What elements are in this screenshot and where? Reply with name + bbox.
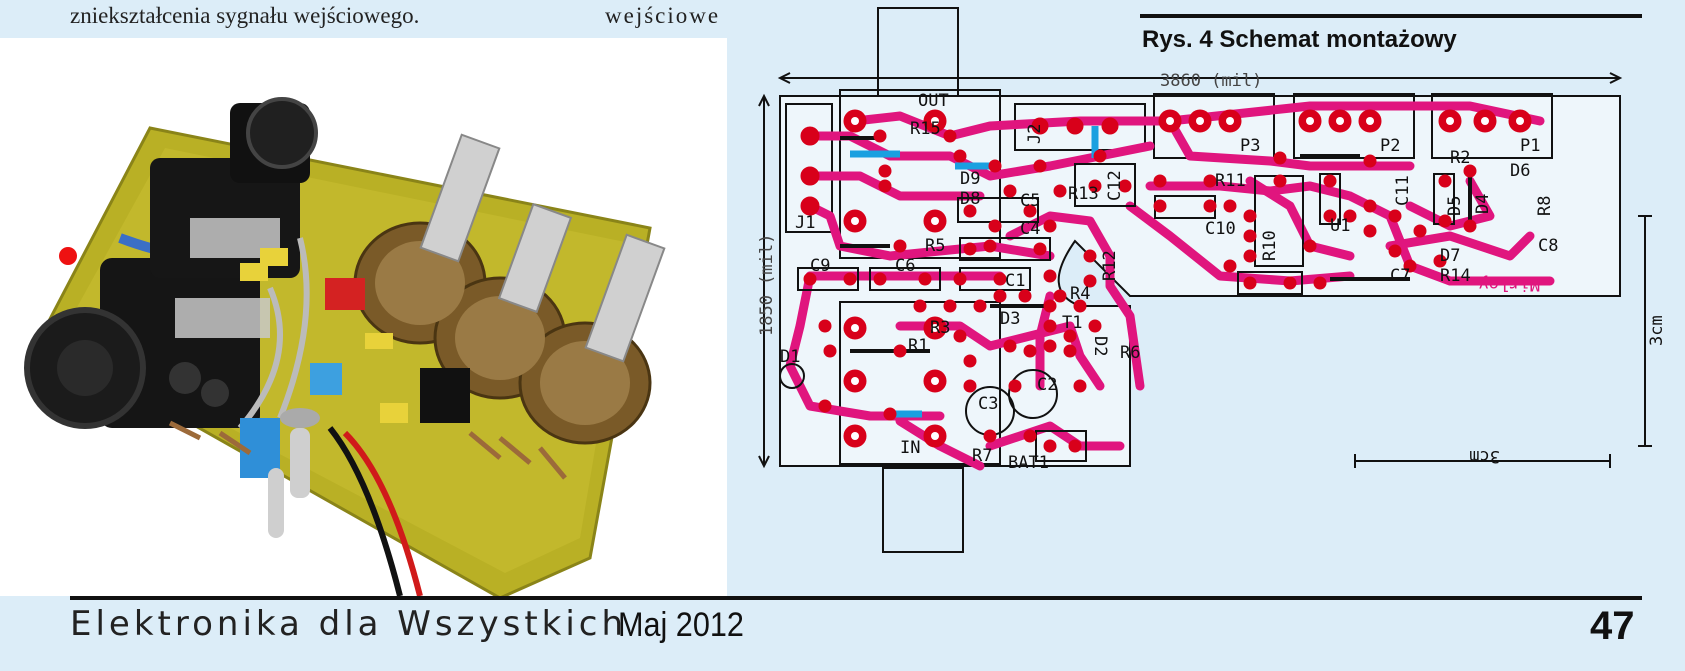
- label-r2: R2: [1450, 148, 1470, 168]
- label-in: IN: [900, 438, 920, 458]
- label-c11: C11: [1393, 175, 1413, 206]
- label-c7: C7: [1390, 266, 1410, 286]
- label-j1: J1: [795, 213, 815, 233]
- label-u1: U1: [1330, 216, 1350, 236]
- label-r13: R13: [1068, 184, 1099, 204]
- label-r3: R3: [930, 318, 950, 338]
- label-c9: C9: [810, 256, 830, 276]
- label-c8: C8: [1538, 236, 1558, 256]
- label-d8: D8: [960, 189, 980, 209]
- label-r11: R11: [1215, 171, 1246, 191]
- footer-rule: [70, 596, 1642, 600]
- label-c2: C2: [1037, 375, 1057, 395]
- label-d7: D7: [1440, 246, 1460, 266]
- dim-3cm-horizontal: 3cm: [1469, 446, 1500, 466]
- label-p2: P2: [1380, 136, 1400, 156]
- label-d3: D3: [1000, 309, 1020, 329]
- label-r15: R15: [910, 119, 941, 139]
- top-text-left: zniekształcenia sygnału wejściowego.: [70, 3, 420, 28]
- label-c3: C3: [978, 394, 998, 414]
- page-number: 47: [1590, 604, 1635, 648]
- label-j2: J2: [1025, 124, 1045, 144]
- label-d1: D1: [780, 347, 800, 367]
- label-r7: R7: [972, 446, 992, 466]
- top-text-right: wejściowe: [605, 3, 721, 28]
- label-d2: D2: [1090, 336, 1110, 356]
- title-rule: [1140, 14, 1642, 18]
- label-bat1: BAT1: [1008, 453, 1049, 473]
- label-r5: R5: [925, 236, 945, 256]
- label-c12: C12: [1105, 170, 1125, 201]
- dim-width: 3860 (mil): [1160, 71, 1262, 91]
- label-r14: R14: [1440, 266, 1471, 286]
- label-t1: T1: [1062, 313, 1082, 333]
- label-r10: R10: [1260, 230, 1280, 261]
- label-c10: C10: [1205, 219, 1236, 239]
- footer-issue: Maj 2012: [618, 606, 744, 644]
- label-d6: D6: [1510, 161, 1530, 181]
- board-photo-illustration: [24, 97, 666, 596]
- dim-3cm-vertical: 3cm: [1647, 315, 1667, 346]
- label-d5: D5: [1445, 196, 1465, 216]
- label-out: OUT: [918, 91, 949, 111]
- label-r6: R6: [1120, 343, 1140, 363]
- label-r12: R12: [1100, 250, 1120, 281]
- label-d4: D4: [1473, 194, 1493, 214]
- schematic-title: Rys. 4 Schemat montażowy: [1142, 26, 1457, 53]
- label-r8: R8: [1535, 196, 1555, 216]
- dim-height: 1850 (mil): [757, 234, 777, 336]
- label-r4: R4: [1070, 284, 1090, 304]
- label-c4: C4: [1020, 219, 1040, 239]
- label-p3: P3: [1240, 136, 1260, 156]
- label-c6: C6: [895, 256, 915, 276]
- label-r1: R1: [908, 336, 928, 356]
- designer-signature: Mirley: [1479, 274, 1540, 294]
- board-photo: [0, 38, 727, 596]
- pcb-layout: 3860 (mil) 1850 (mil) 3cm 3cm Mirley OUT…: [757, 7, 1667, 553]
- label-c5: C5: [1020, 191, 1040, 211]
- footer-magazine-name: Elektronika dla Wszystkich: [70, 604, 628, 644]
- label-c1: C1: [1005, 271, 1025, 291]
- label-d9: D9: [960, 169, 980, 189]
- label-p1: P1: [1520, 136, 1540, 156]
